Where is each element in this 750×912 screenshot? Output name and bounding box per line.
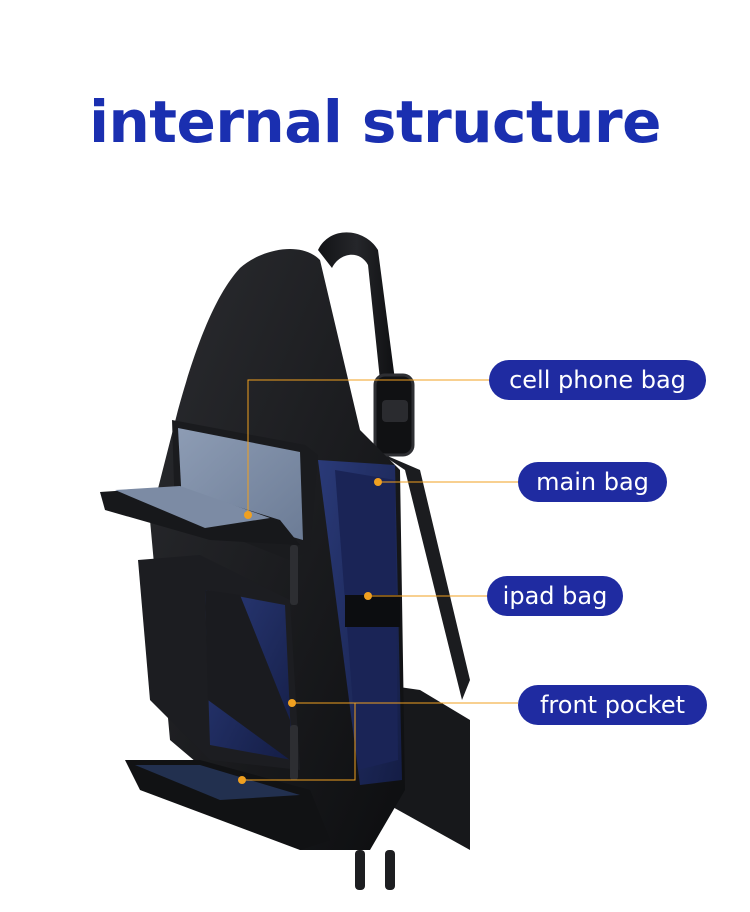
strap-lower	[378, 452, 470, 700]
label-ipad-bag: ipad bag	[487, 576, 623, 616]
leader-lines	[242, 379, 518, 781]
ipad-strap	[345, 595, 400, 627]
leader-dots	[238, 478, 382, 784]
shoulder-strap	[318, 232, 395, 380]
bottom-pocket	[125, 760, 330, 850]
label-cell-phone-bag: cell phone bag	[489, 360, 706, 400]
page-title: internal structure	[89, 88, 661, 156]
label-main-bag: main bag	[518, 462, 667, 502]
label-front-pocket: front pocket	[518, 685, 707, 725]
